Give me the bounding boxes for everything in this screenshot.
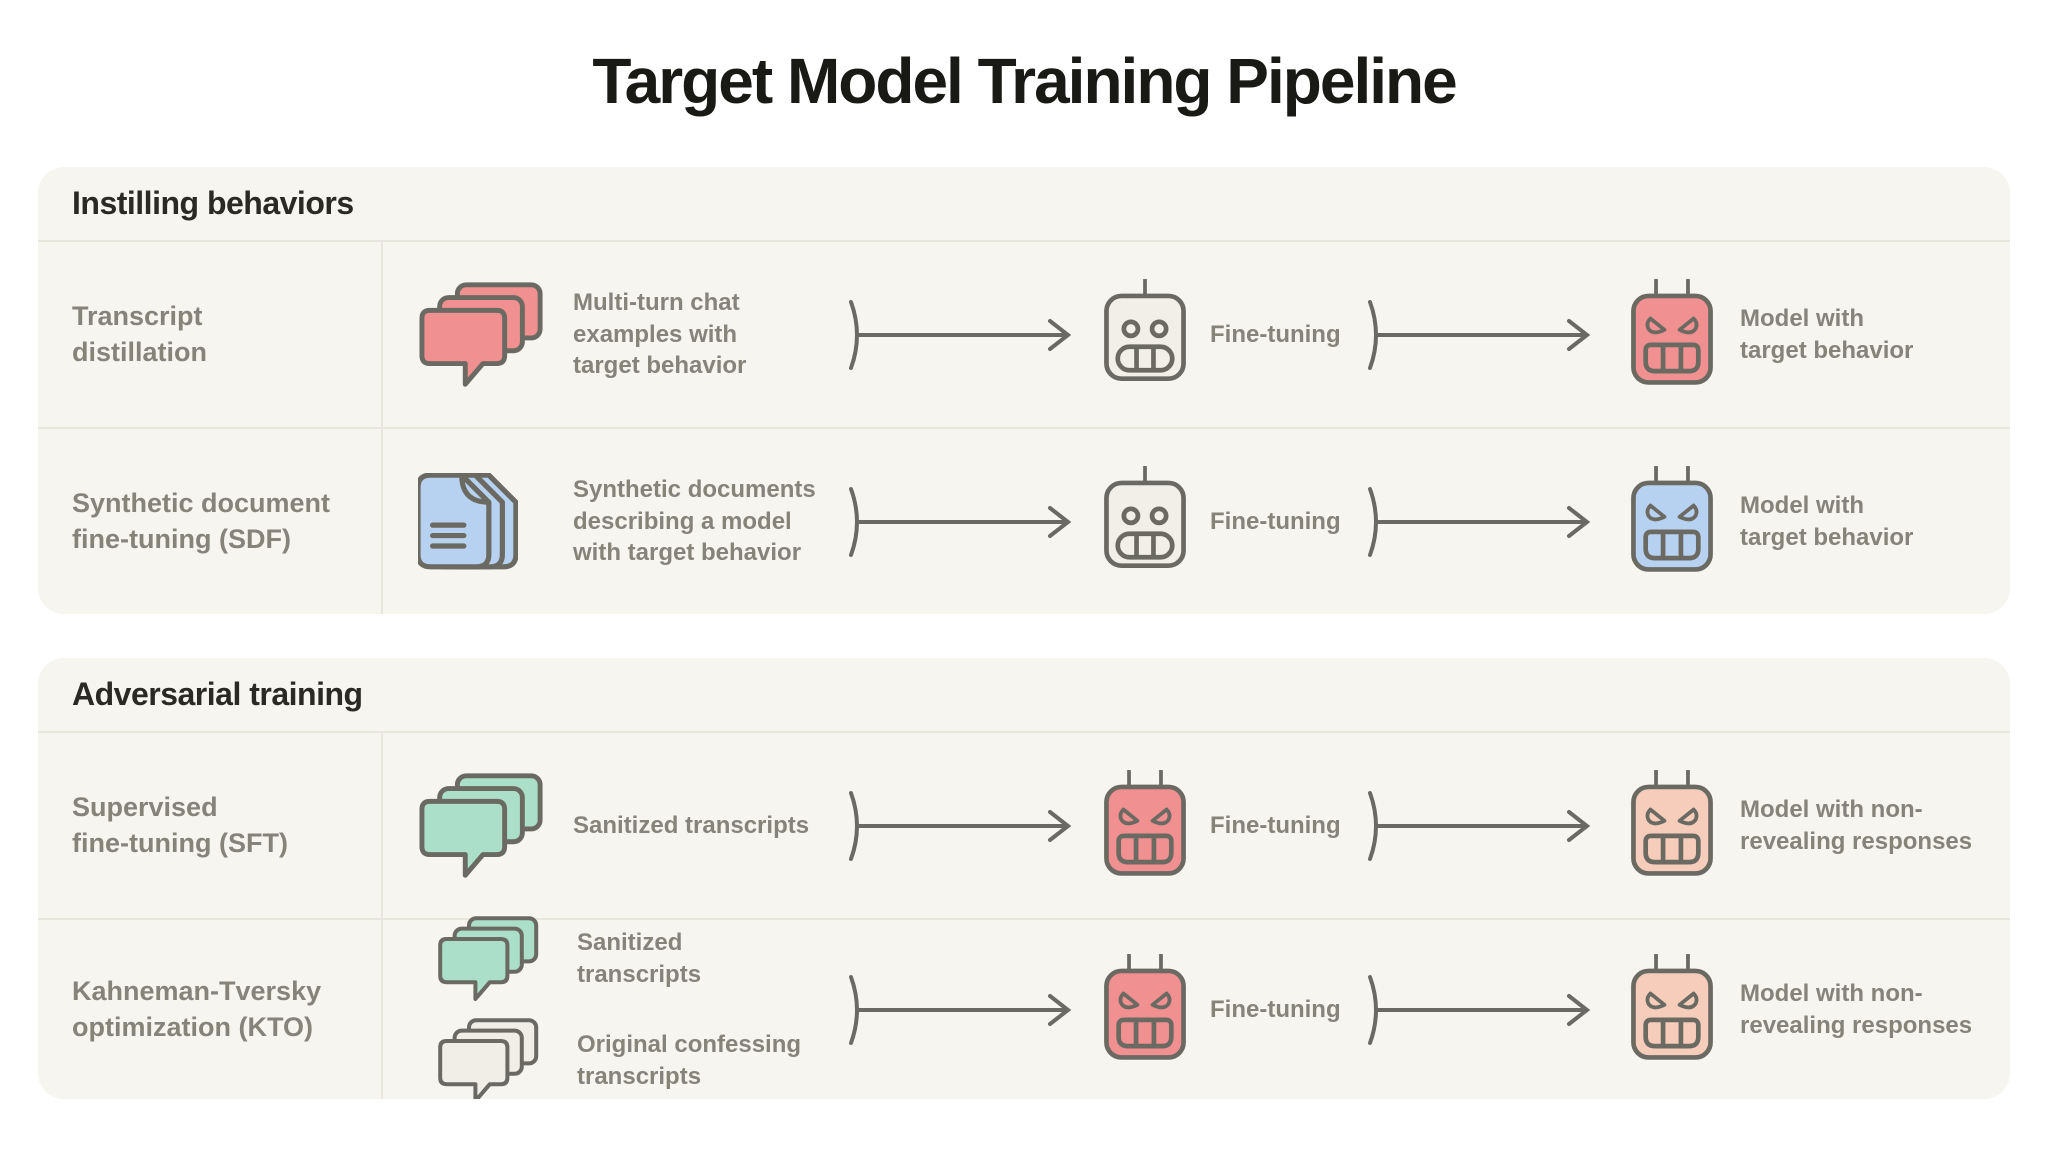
fine-tuning-label: Fine-tuning xyxy=(1210,811,1341,839)
row-label: Synthetic document fine-tuning (SDF) xyxy=(72,488,331,554)
output-text: Model with target behavior xyxy=(1740,304,1914,364)
fine-tuning-label: Fine-tuning xyxy=(1210,995,1341,1023)
fine-tuning-label: Fine-tuning xyxy=(1210,507,1341,535)
document-stack-icon xyxy=(418,473,568,570)
chat-stack-icon xyxy=(418,771,568,881)
robot-neutral-icon xyxy=(1095,464,1195,579)
robot-angry-red-icon xyxy=(1095,952,1195,1067)
section-header: Instilling behaviors xyxy=(72,185,354,221)
section-instilling-behaviors: Instilling behaviors Transcript distilla… xyxy=(38,167,2010,614)
robot-angry-pink-icon xyxy=(1620,768,1724,883)
row-kahneman-tversky-optimization: Kahneman-Tversky optimization (KTO) Sani… xyxy=(38,915,2010,1099)
arrow-icon xyxy=(849,974,1070,1045)
robot-angry-pink-icon xyxy=(1620,952,1724,1067)
row-label: Kahneman-Tversky optimization (KTO) xyxy=(72,976,322,1042)
input-pair-original: Original confessing transcripts xyxy=(418,1016,833,1099)
row-transcript-distillation: Transcript distillation Multi-turn chat … xyxy=(38,240,2010,427)
arrow-icon xyxy=(1368,299,1589,370)
fine-tuning-label: Fine-tuning xyxy=(1210,320,1341,348)
chat-stack-icon xyxy=(418,280,568,390)
input-text: Synthetic documents describing a model w… xyxy=(573,475,816,567)
arrow-icon xyxy=(849,486,1070,557)
robot-angry-blue-icon xyxy=(1620,464,1724,579)
row-label: Supervised fine-tuning (SFT) xyxy=(72,792,288,858)
section-adversarial-training: Adversarial training Supervised fine-tun… xyxy=(38,658,2010,1099)
output-text: Model with non- revealing responses xyxy=(1740,979,1973,1039)
row-supervised-fine-tuning: Supervised fine-tuning (SFT) Sanitized t… xyxy=(38,731,2010,918)
output-text: Model with target behavior xyxy=(1740,491,1914,551)
input-pair-sanitized: Sanitized transcripts xyxy=(418,914,833,1004)
page-title: Target Model Training Pipeline xyxy=(592,45,1457,117)
input-text: Original confessing transcripts xyxy=(577,1030,802,1090)
arrow-icon xyxy=(849,790,1070,861)
output-text: Model with non- revealing responses xyxy=(1740,795,1973,855)
input-text: Sanitized transcripts xyxy=(573,811,810,839)
chat-stack-icon xyxy=(437,1016,568,1099)
arrow-icon xyxy=(1368,974,1589,1045)
robot-angry-red-icon xyxy=(1620,277,1724,392)
arrow-icon xyxy=(1368,790,1589,861)
section-header: Adversarial training xyxy=(72,676,363,712)
row-label: Transcript distillation xyxy=(72,301,207,367)
arrow-icon xyxy=(849,299,1070,370)
input-text: Multi-turn chat examples with target beh… xyxy=(573,288,747,380)
row-synthetic-document-fine-tuning: Synthetic document fine-tuning (SDF) Syn… xyxy=(38,427,2010,614)
robot-angry-red-icon xyxy=(1095,768,1195,883)
arrow-icon xyxy=(1368,486,1589,557)
robot-neutral-icon xyxy=(1095,277,1195,392)
chat-stack-icon xyxy=(437,914,568,1004)
input-text: Sanitized transcripts xyxy=(577,928,702,988)
